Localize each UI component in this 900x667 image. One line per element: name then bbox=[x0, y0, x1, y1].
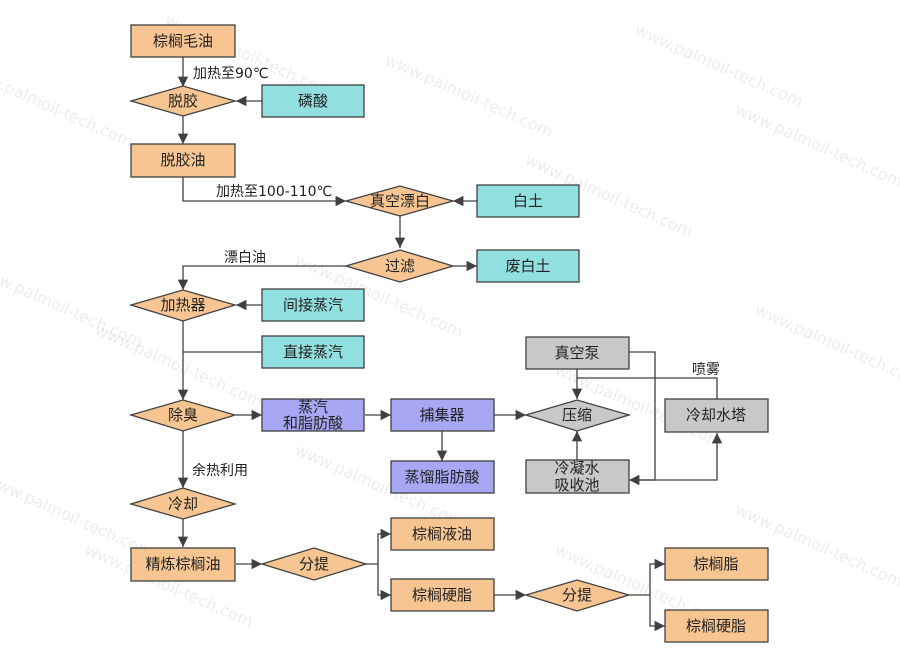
edge-pool-to-tower bbox=[629, 433, 723, 481]
node-filtration-label: 过滤 bbox=[385, 257, 415, 275]
node-condensate-pool-line2: 吸收池 bbox=[554, 476, 599, 494]
edge-filtration-to-heater bbox=[177, 265, 346, 290]
node-refined-palm-oil-label: 精炼棕榈油 bbox=[145, 555, 220, 573]
edge-fractionation2-to-fat bbox=[629, 558, 665, 596]
node-palm-fat-label: 棕榈脂 bbox=[693, 555, 738, 573]
node-distilled-fatty-acid-label: 蒸馏脂肪酸 bbox=[404, 468, 479, 486]
node-bleaching-earth-label: 白土 bbox=[513, 192, 543, 210]
node-filtration bbox=[343, 249, 456, 283]
node-compression-label: 压缩 bbox=[562, 406, 592, 424]
edge-label-heat-90: 加热至90℃ bbox=[193, 66, 269, 82]
node-steam-fatty-acid-line2: 和脂肪酸 bbox=[283, 414, 343, 432]
node-vacuum-pump-label: 真空泵 bbox=[554, 344, 599, 362]
node-palm-olein-label: 棕榈液油 bbox=[412, 525, 472, 543]
edge-fractionation-to-stearin bbox=[377, 564, 391, 601]
node-fractionation-1 bbox=[259, 547, 369, 581]
node-palm-fat bbox=[664, 547, 769, 581]
node-compression bbox=[523, 399, 632, 432]
node-fractionation-2-label: 分提 bbox=[562, 586, 592, 604]
node-cooling-tower bbox=[664, 398, 769, 433]
node-direct-steam-label: 直接蒸汽 bbox=[283, 343, 343, 361]
node-cooling bbox=[128, 487, 238, 520]
edge-label-bleached-oil: 漂白油 bbox=[224, 250, 266, 266]
node-indirect-steam-label: 间接蒸汽 bbox=[283, 296, 343, 314]
node-cooling-tower-label: 冷却水塔 bbox=[686, 406, 746, 424]
node-crude-palm-oil-label: 棕榈毛油 bbox=[153, 32, 213, 50]
node-spent-earth-label: 废白土 bbox=[505, 257, 550, 275]
node-phosphoric-acid bbox=[261, 84, 365, 118]
node-heater bbox=[128, 289, 238, 322]
node-degumming-label: 脱胶 bbox=[168, 92, 198, 110]
node-deodorization bbox=[128, 399, 238, 432]
node-deodorization-label: 除臭 bbox=[168, 406, 198, 424]
node-degummed-oil bbox=[130, 143, 236, 178]
node-fractionation-2 bbox=[523, 579, 632, 612]
edge-label-spray: 喷雾 bbox=[692, 362, 720, 378]
node-spent-earth bbox=[476, 249, 580, 283]
edge-tower-spray bbox=[577, 377, 718, 399]
node-steam-fatty-acid-line1: 蒸汽 bbox=[298, 398, 328, 416]
node-vacuum-bleaching-label: 真空漂白 bbox=[370, 192, 430, 210]
node-palm-stearin-2-label: 棕榈硬脂 bbox=[686, 617, 746, 635]
node-crude-palm-oil bbox=[130, 24, 236, 58]
node-indirect-steam bbox=[261, 288, 365, 322]
node-distilled-fatty-acid bbox=[390, 460, 495, 494]
node-fractionation-1-label: 分提 bbox=[299, 555, 329, 573]
edge-pump-to-pool bbox=[629, 351, 656, 486]
node-bleaching-earth bbox=[476, 184, 580, 218]
node-cooling-label: 冷却 bbox=[168, 495, 198, 513]
node-direct-steam bbox=[261, 335, 365, 369]
node-condensate-pool bbox=[525, 459, 630, 494]
node-steam-fatty-acid bbox=[261, 398, 365, 432]
node-degumming bbox=[128, 85, 238, 117]
connector-layer bbox=[177, 57, 723, 632]
node-catcher-label: 捕集器 bbox=[419, 406, 464, 424]
edge-label-waste-heat: 余热利用 bbox=[192, 462, 248, 479]
node-condensate-pool-line1: 冷凝水 bbox=[554, 459, 599, 477]
edge-fractionation2-to-stearin2 bbox=[649, 595, 665, 632]
node-vacuum-bleaching bbox=[343, 185, 456, 217]
node-palm-olein bbox=[390, 517, 495, 551]
node-vacuum-pump bbox=[525, 336, 630, 370]
node-heater-label: 加热器 bbox=[160, 296, 205, 314]
node-palm-stearin bbox=[390, 578, 495, 612]
node-refined-palm-oil bbox=[130, 547, 236, 582]
node-degummed-oil-label: 脱胶油 bbox=[160, 151, 205, 169]
node-palm-stearin-label: 棕榈硬脂 bbox=[412, 586, 472, 604]
node-phosphoric-acid-label: 磷酸 bbox=[298, 92, 328, 110]
edge-fractionation-to-olein bbox=[366, 528, 391, 565]
node-catcher bbox=[390, 398, 495, 432]
edge-oil-to-bleaching bbox=[182, 177, 346, 207]
edge-label-heat-100-110: 加热至100-110℃ bbox=[216, 184, 332, 200]
node-palm-stearin-2 bbox=[664, 609, 769, 643]
